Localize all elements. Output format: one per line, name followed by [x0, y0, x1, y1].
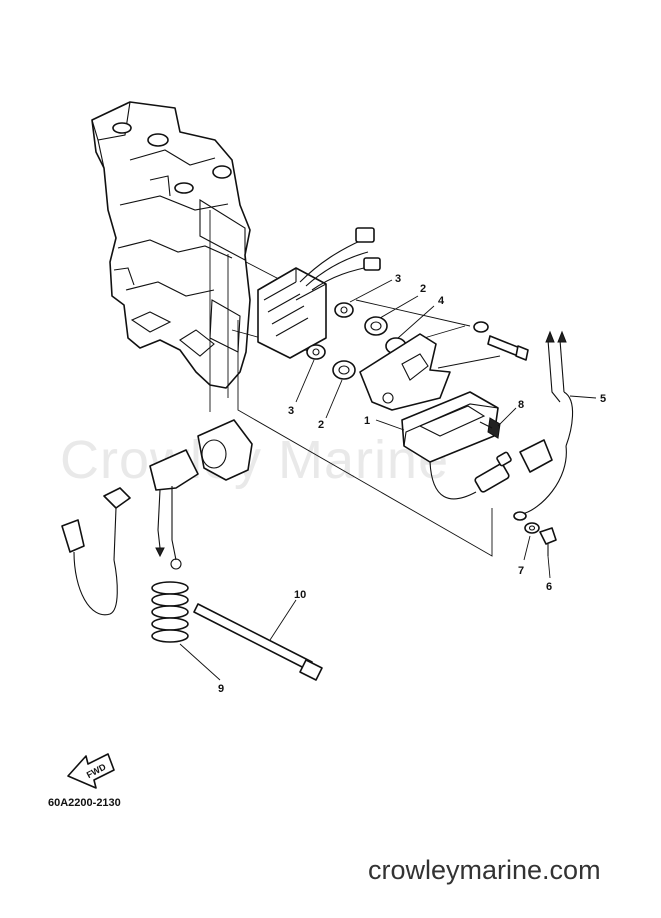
callout-2-upper: 2 [420, 283, 426, 295]
rectifier-regulator-drawing [257, 227, 381, 359]
fwd-arrow: FWD [67, 753, 115, 789]
callout-2-lower: 2 [318, 419, 324, 431]
cable-tie-drawing [193, 603, 323, 681]
engine-bracket-drawing [91, 101, 251, 389]
diagram-code: 60A2200-2130 [48, 797, 121, 809]
washer-screw-drawing [524, 522, 557, 556]
callout-leaders [179, 279, 597, 681]
callout-6: 6 [546, 581, 552, 593]
site-label: crowleymarine.com [368, 855, 601, 885]
screw-8-drawing [479, 417, 501, 439]
callout-labels: 3 2 4 3 2 1 8 5 7 6 10 9 [218, 273, 606, 695]
callout-4: 4 [438, 295, 445, 307]
callout-5: 5 [600, 393, 606, 405]
callout-3-lower: 3 [288, 405, 294, 417]
callout-3-upper: 3 [395, 273, 401, 285]
ground-lead-drawing [513, 330, 574, 521]
callout-8: 8 [518, 399, 524, 411]
assembly-leader-lines [209, 210, 501, 557]
watermark-text: Crowley Marine [60, 430, 449, 490]
ignition-coil-drawing [61, 419, 253, 616]
bolt-washer-drawing [473, 321, 529, 361]
spring-drawing [151, 581, 189, 643]
callout-7: 7 [518, 565, 524, 577]
callout-1: 1 [364, 415, 370, 427]
callout-10: 10 [294, 589, 306, 601]
cdi-unit-drawing [359, 333, 512, 500]
callout-9: 9 [218, 683, 224, 695]
collar-spacer-parts [306, 302, 407, 380]
